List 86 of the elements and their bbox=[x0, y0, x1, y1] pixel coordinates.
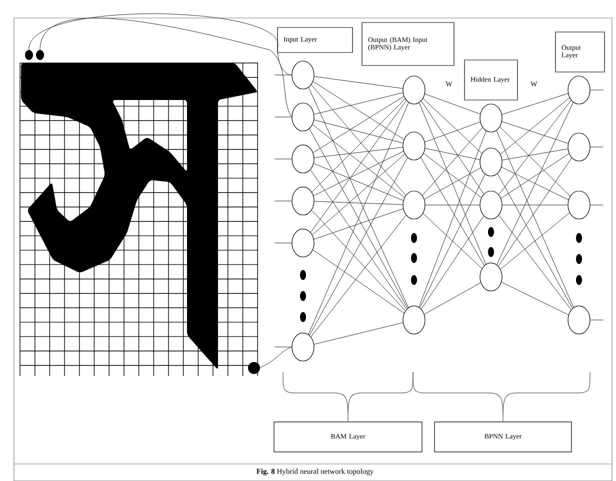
connection-line bbox=[313, 150, 404, 196]
connection-line bbox=[418, 102, 486, 265]
wire bbox=[40, 18, 292, 118]
connection-line bbox=[314, 147, 403, 158]
connection-line bbox=[312, 124, 405, 198]
connection-line bbox=[310, 170, 407, 310]
connection-line bbox=[312, 98, 406, 192]
connection-line bbox=[311, 210, 406, 311]
connection-line bbox=[498, 158, 572, 266]
connection-line bbox=[424, 122, 480, 142]
connection-line bbox=[314, 322, 404, 345]
neuron-circle bbox=[568, 306, 590, 334]
wire bbox=[258, 346, 292, 368]
connection-line bbox=[424, 282, 481, 314]
connection-line bbox=[501, 282, 569, 316]
connection-line bbox=[421, 216, 484, 310]
connection-line bbox=[314, 120, 404, 144]
connection-line bbox=[422, 213, 482, 269]
neuron-circle bbox=[568, 190, 590, 220]
connection-line bbox=[500, 212, 570, 270]
connection-line bbox=[502, 204, 568, 206]
connection-line bbox=[314, 208, 404, 240]
neuron-circle bbox=[402, 76, 426, 104]
connection-line bbox=[421, 100, 484, 194]
connection-line bbox=[424, 168, 481, 200]
input-line bbox=[274, 346, 292, 348]
connection-line bbox=[420, 157, 484, 266]
connection-line bbox=[497, 173, 573, 309]
connection-line bbox=[500, 126, 570, 196]
connection-line bbox=[500, 153, 570, 199]
connection-line bbox=[314, 163, 404, 201]
input-line bbox=[274, 200, 292, 202]
neuron-circle bbox=[480, 190, 502, 220]
connection-line bbox=[312, 250, 404, 314]
neuron-circle bbox=[480, 104, 502, 132]
input-line bbox=[274, 74, 292, 76]
wire bbox=[28, 14, 292, 76]
neuron-circle bbox=[292, 186, 314, 216]
output-line bbox=[590, 204, 604, 206]
connection-line bbox=[502, 93, 568, 115]
connection-line bbox=[418, 130, 486, 308]
connection-line bbox=[310, 214, 406, 338]
connection-line bbox=[312, 81, 404, 140]
input-line bbox=[274, 158, 292, 160]
neuron-circle bbox=[292, 228, 314, 258]
input-line bbox=[274, 116, 292, 118]
neuron-circle bbox=[402, 306, 426, 334]
connection-line bbox=[425, 204, 480, 206]
connection-line bbox=[308, 87, 409, 308]
connection-line bbox=[501, 166, 569, 200]
neuron-circle bbox=[292, 332, 314, 362]
connection-line bbox=[309, 128, 408, 308]
connection-line bbox=[311, 84, 406, 196]
connection-line bbox=[312, 154, 405, 236]
connection-line bbox=[312, 96, 404, 153]
neuron-circle bbox=[568, 132, 590, 162]
connection-line bbox=[500, 98, 570, 154]
connection-line bbox=[422, 98, 482, 154]
connection-line bbox=[310, 100, 407, 233]
neuron-circle bbox=[480, 148, 502, 176]
connection-line bbox=[424, 94, 480, 114]
connection-line bbox=[502, 148, 568, 160]
connection-line bbox=[314, 92, 404, 115]
connection-line bbox=[308, 102, 409, 335]
input-line bbox=[274, 242, 292, 244]
neuron-circle bbox=[402, 132, 426, 160]
output-line bbox=[590, 146, 604, 148]
connection-line bbox=[423, 153, 482, 198]
neuron-circle bbox=[480, 262, 502, 292]
connection-line bbox=[420, 174, 486, 308]
connection-line bbox=[502, 121, 568, 144]
connection-line bbox=[422, 127, 483, 196]
connection-line bbox=[498, 100, 572, 195]
neuron-circle bbox=[292, 102, 314, 132]
connection-line bbox=[309, 157, 408, 336]
connection-line bbox=[496, 102, 574, 265]
neuron-circle bbox=[292, 144, 314, 174]
connection-line bbox=[314, 201, 403, 205]
neuron-circle bbox=[402, 190, 426, 220]
neuron-circle bbox=[292, 60, 314, 90]
connection-line bbox=[498, 215, 572, 310]
connection-line bbox=[496, 130, 574, 308]
connection-line bbox=[314, 76, 404, 89]
character-grid-drawing bbox=[20, 50, 260, 376]
neuron-circle bbox=[568, 76, 590, 104]
connection-line bbox=[424, 148, 480, 160]
